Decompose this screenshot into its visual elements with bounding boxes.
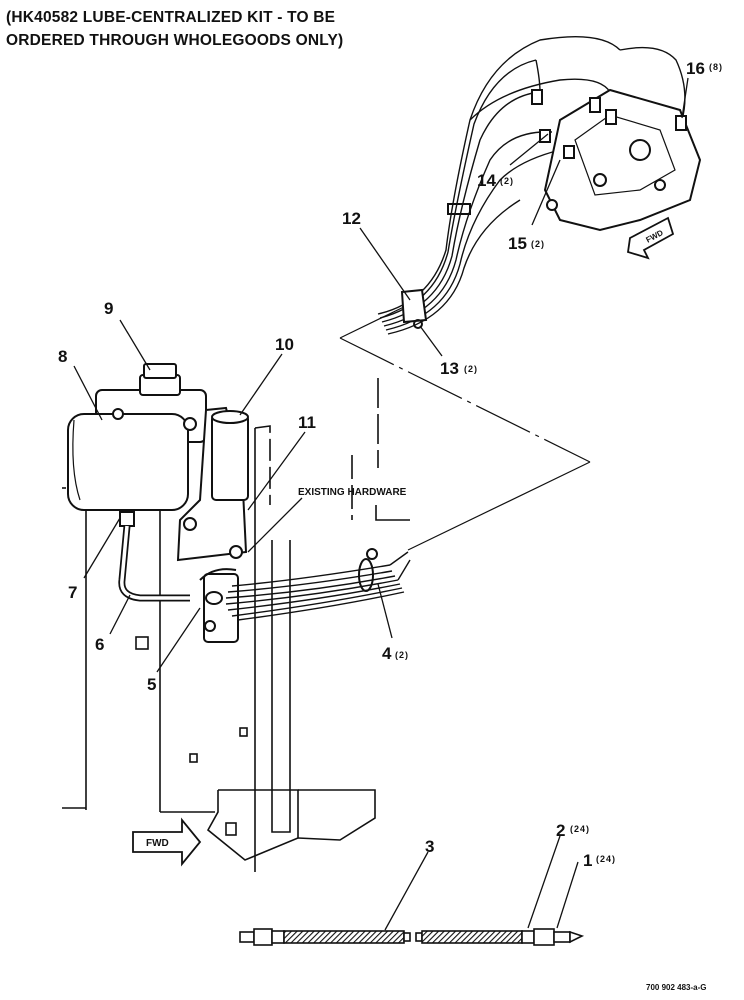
callout-2-qty: (24) [570, 824, 590, 834]
lower-hose-bundle [205, 548, 411, 621]
callout-5: 5 [147, 675, 156, 694]
diagram-title: (HK40582 LUBE-CENTRALIZED KIT - TO BE OR… [6, 6, 343, 52]
callout-16: 16 [686, 59, 705, 78]
fwd-arrow-bottom: FWD [132, 817, 202, 867]
callout-1-qty: (24) [596, 854, 616, 864]
lube-pump-assembly [67, 363, 249, 643]
callout-12: 12 [342, 209, 361, 228]
title-line-1: (HK40582 LUBE-CENTRALIZED KIT - TO BE [6, 9, 336, 26]
callout-15-qty: (2) [531, 239, 545, 249]
callout-leaders [73, 77, 689, 931]
callout-labels: 1 (24) 2 (24) 3 4 (2) 5 6 7 8 9 10 11 12… [58, 59, 723, 870]
callout-8: 8 [58, 347, 67, 366]
existing-hardware-label: EXISTING HARDWARE [298, 487, 407, 498]
title-line-2: ORDERED THROUGH WHOLEGOODS ONLY) [6, 32, 344, 49]
callout-11: 11 [298, 413, 316, 432]
callout-1: 1 [583, 851, 592, 870]
callout-4-qty: (2) [395, 650, 409, 660]
callout-7: 7 [68, 583, 77, 602]
fwd-arrow-top: FWD [626, 216, 675, 260]
callout-2: 2 [556, 821, 565, 840]
callout-3: 3 [425, 837, 434, 856]
callout-9: 9 [104, 299, 113, 318]
callout-14-qty: (2) [500, 176, 514, 186]
callout-16-qty: (8) [709, 62, 723, 72]
callout-13-qty: (2) [464, 364, 478, 374]
frame-structure [62, 378, 410, 872]
callout-6: 6 [95, 635, 104, 654]
hose-assembly [239, 928, 585, 946]
leader-lines [339, 303, 591, 551]
callout-4: 4 [382, 644, 392, 663]
distribution-block [531, 88, 702, 232]
figure-code: 700 902 483-a-G [646, 983, 707, 992]
fwd-label-bottom: FWD [146, 838, 169, 849]
callout-13: 13 [440, 359, 459, 378]
callout-15: 15 [508, 234, 527, 253]
callout-14: 14 [477, 171, 496, 190]
callout-10: 10 [275, 335, 294, 354]
